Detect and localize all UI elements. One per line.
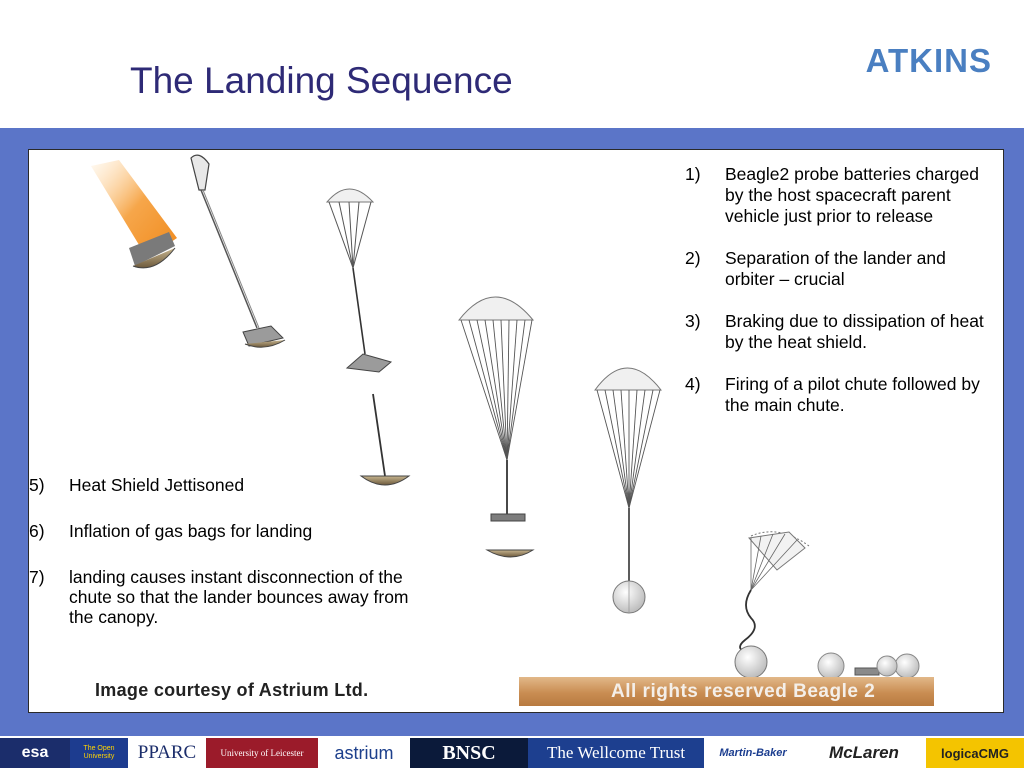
steps-list-right: 1) Beagle2 probe batteries charged by th… — [685, 164, 995, 437]
university-of-leicester-logo: University of Leicester — [206, 738, 318, 768]
astrium-logo: astrium — [318, 738, 410, 768]
step-item: 6) Inflation of gas bags for landing — [29, 521, 409, 541]
small-chute-stage — [325, 188, 411, 486]
step-item: 1) Beagle2 probe batteries charged by th… — [685, 164, 995, 227]
wellcome-trust-logo: The Wellcome Trust — [528, 738, 704, 768]
step-number: 5) — [29, 475, 45, 495]
slide-title: The Landing Sequence — [130, 60, 513, 101]
step-item: 5) Heat Shield Jettisoned — [29, 475, 409, 495]
step-number: 7) — [29, 567, 45, 587]
pilot-chute-deploy — [190, 154, 286, 348]
sponsor-logo-strip: esa The Open University PPARC University… — [0, 738, 1024, 768]
step-item: 7) landing causes instant disconnection … — [29, 567, 409, 627]
step-item: 4) Firing of a pilot chute followed by t… — [685, 374, 995, 416]
martin-baker-logo: Martin-Baker — [704, 738, 802, 768]
step-text: Separation of the lander and orbiter – c… — [725, 248, 946, 289]
step-number: 2) — [685, 248, 701, 268]
atkins-logo: ATKINS — [865, 42, 992, 79]
rights-banner: All rights reserved Beagle 2 — [519, 677, 934, 706]
step-text: Heat Shield Jettisoned — [69, 475, 245, 495]
logicacmg-logo: logicaCMG — [926, 738, 1024, 768]
step-text: Beagle2 probe batteries charged by the h… — [725, 164, 979, 226]
main-chute-descent — [457, 296, 535, 558]
step-text: Inflation of gas bags for landing — [69, 521, 313, 541]
open-university-logo: The Open University — [70, 738, 128, 768]
landing-sequence-illustration — [91, 154, 920, 680]
step-item: 3) Braking due to dissipation of heat by… — [685, 311, 995, 353]
mclaren-logo: McLaren — [802, 738, 926, 768]
step-number: 6) — [29, 521, 45, 541]
step-text: Braking due to dissipation of heat by th… — [725, 311, 984, 352]
image-credit: Image courtesy of Astrium Ltd. — [95, 680, 369, 700]
step-number: 4) — [685, 374, 701, 394]
step-text: landing causes instant disconnection of … — [69, 567, 409, 627]
esa-logo: esa — [0, 738, 70, 768]
landing-bounce — [734, 531, 920, 680]
content-panel: 1) Beagle2 probe batteries charged by th… — [28, 149, 1004, 713]
step-text: Firing of a pilot chute followed by the … — [725, 374, 980, 415]
rights-text: All rights reserved Beagle 2 — [611, 681, 876, 702]
entry-capsule-glow — [91, 160, 177, 269]
pparc-logo: PPARC — [128, 738, 206, 768]
airbag-descent — [594, 367, 663, 614]
bnsc-logo: BNSC — [410, 738, 528, 768]
step-number: 1) — [685, 164, 701, 184]
step-number: 3) — [685, 311, 701, 331]
steps-list-left: 5) Heat Shield Jettisoned 6) Inflation o… — [29, 475, 409, 653]
step-item: 2) Separation of the lander and orbiter … — [685, 248, 995, 290]
